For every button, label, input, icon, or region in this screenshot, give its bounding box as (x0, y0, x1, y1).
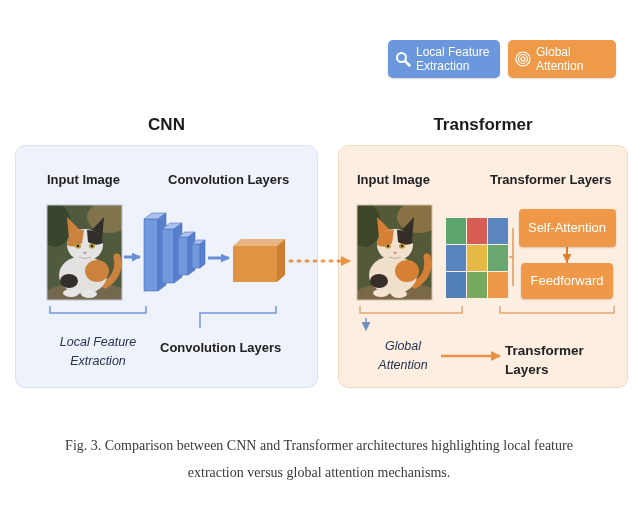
label-holder: Transformer Layers (490, 171, 611, 188)
label-holder: Local Feature Extraction (48, 333, 148, 371)
section-label: Input Image (357, 171, 430, 188)
box-label: Feedforward (531, 273, 604, 289)
label-holder: Global Attention (370, 337, 436, 375)
magnifier-icon (395, 51, 411, 67)
annotation: Transformer Layers (505, 341, 605, 379)
process-box: Self-Attention (519, 209, 616, 247)
rings-icon (515, 51, 531, 67)
magnifier-icon (405, 61, 410, 66)
annotation: Convolution Layers (160, 339, 281, 356)
legend-swatch: Local Feature Extraction (388, 40, 500, 78)
legend-label: Local Feature Extraction (416, 45, 494, 73)
box-label: Self-Attention (528, 220, 606, 236)
section-label: Transformer Layers (490, 171, 611, 188)
annotation: Local Feature Extraction (48, 333, 148, 371)
legend-swatch: Global Attention (508, 40, 616, 78)
label-holder: Convolution Layers (160, 339, 281, 356)
label-holder: Convolution Layers (168, 171, 289, 188)
label-holder: Input Image (47, 171, 120, 188)
figure-caption: Fig. 3. Comparison between CNN and Trans… (64, 432, 574, 486)
panel-heading: Transformer (339, 115, 627, 135)
panel-heading: CNN (16, 115, 317, 135)
section-label: Convolution Layers (168, 171, 289, 188)
process-box: Feedforward (521, 263, 613, 299)
section-label: Input Image (47, 171, 120, 188)
label-holder: Transformer Layers (505, 341, 605, 379)
caption-holder: Fig. 3. Comparison between CNN and Trans… (64, 432, 574, 486)
rings-icon (516, 52, 530, 66)
rings-icon (519, 55, 528, 64)
rings-icon (521, 57, 525, 61)
legend-label: Global Attention (536, 45, 610, 73)
label-holder: Input Image (357, 171, 430, 188)
annotation: Global Attention (370, 337, 436, 375)
